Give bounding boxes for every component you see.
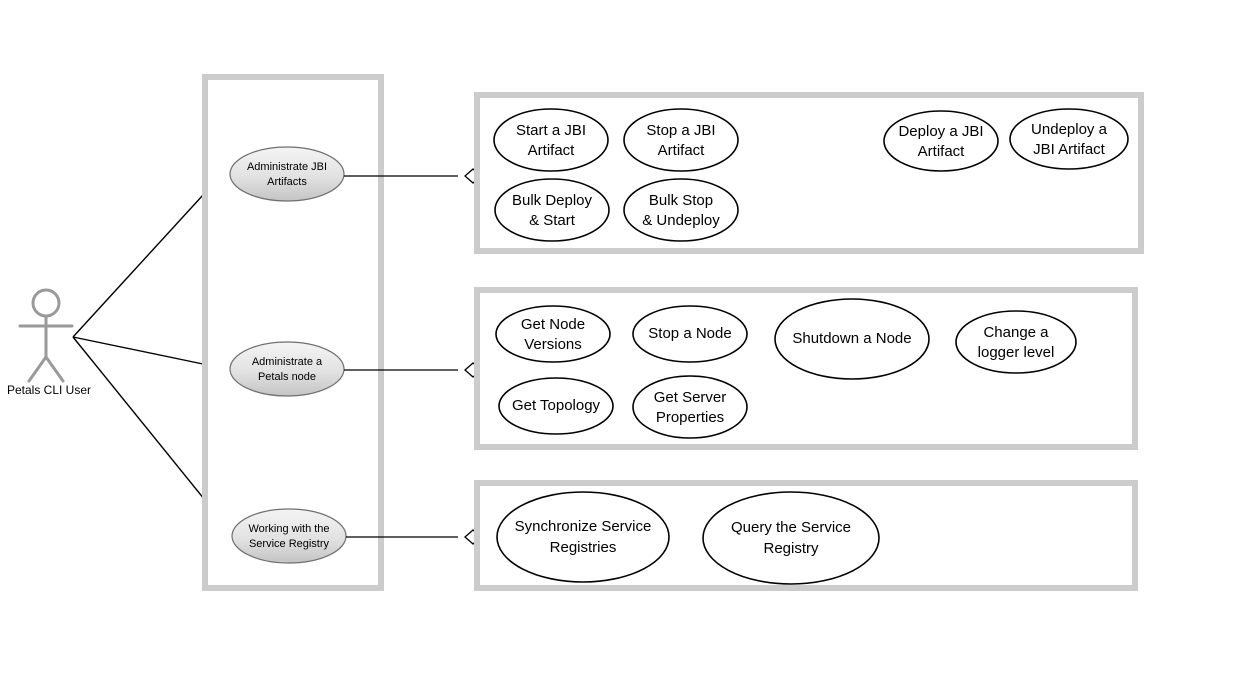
use-case-get-node-versions[interactable]: Get Node Versions [495,305,611,363]
use-case-label-line2: Registries [550,539,617,556]
use-case-deploy-a-jbi-artifact[interactable]: Deploy a JBI Artifact [883,110,999,172]
use-case-label-line2: Registry [763,540,819,557]
use-case-stop-a-node[interactable]: Stop a Node [632,305,748,363]
use-case-label-line1: Get Server [654,389,727,406]
use-case-label-line1: Deploy a JBI [898,123,983,140]
use-case-label-line1: Working with the [248,523,329,535]
use-case-label-line1: Change a [983,324,1049,341]
main-use-case-administrate-jbi-artifacts[interactable]: Administrate JBI Artifacts [229,146,345,202]
use-case-label-line2: Artifact [918,143,966,160]
use-case-ellipse[interactable] [955,310,1077,374]
use-case-ellipse[interactable] [883,110,999,172]
use-case-ellipse[interactable] [493,108,609,172]
use-case-shutdown-a-node[interactable]: Shutdown a Node [774,298,930,380]
use-case-label-line1: Stop a JBI [646,122,715,139]
use-case-label-line1: Bulk Stop [649,192,713,209]
actor-head-icon [31,288,61,318]
use-case-undeploy-a-jbi-artifact[interactable]: Undeploy a JBI Artifact [1009,108,1129,170]
use-case-get-topology[interactable]: Get Topology [498,377,614,435]
use-case-label-line2: Artifacts [267,176,307,188]
actor-label: Petals CLI User [7,383,91,397]
use-case-ellipse[interactable] [498,377,614,435]
use-case-ellipse[interactable] [229,341,345,397]
use-case-ellipse[interactable] [494,178,610,242]
use-case-bulk-stop-and-undeploy[interactable]: Bulk Stop & Undeploy [623,178,739,242]
use-case-bulk-deploy-and-start[interactable]: Bulk Deploy & Start [494,178,610,242]
use-case-label-line1: Get Topology [512,397,601,414]
use-case-query-the-service-registry[interactable]: Query the Service Registry [702,491,880,585]
use-case-synchronize-service-registries[interactable]: Synchronize Service Registries [496,491,670,583]
use-case-ellipse[interactable] [623,178,739,242]
use-case-ellipse[interactable] [632,375,748,439]
use-case-label-line2: Artifact [658,142,706,159]
use-case-label-line2: Versions [524,336,582,353]
actor-right-leg-icon [44,355,65,383]
use-case-start-a-jbi-artifact[interactable]: Start a JBI Artifact [493,108,609,172]
assoc-line-jbi-artifacts [72,170,226,338]
use-case-label-line2: & Start [529,212,576,229]
main-use-case-working-with-service-registry[interactable]: Working with the Service Registry [231,508,347,564]
use-case-label-line1: Shutdown a Node [792,330,911,347]
use-case-label-line2: Artifact [528,142,576,159]
use-case-change-a-logger-level[interactable]: Change a logger level [955,310,1077,374]
use-case-ellipse[interactable] [774,298,930,380]
use-case-ellipse[interactable] [702,491,880,585]
use-case-label-line1: Start a JBI [516,122,586,139]
use-case-ellipse[interactable] [623,108,739,172]
use-case-label-line2: JBI Artifact [1033,141,1106,158]
use-case-label-line1: Administrate JBI [247,161,327,173]
use-case-ellipse[interactable] [229,146,345,202]
use-case-label-line2: & Undeploy [642,212,720,229]
use-case-label-line1: Undeploy a [1031,121,1108,138]
use-case-ellipse[interactable] [632,305,748,363]
use-case-label-line1: Stop a Node [648,325,731,342]
use-case-label-line1: Synchronize Service [515,518,652,535]
use-case-get-server-properties[interactable]: Get Server Properties [632,375,748,439]
use-case-stop-a-jbi-artifact[interactable]: Stop a JBI Artifact [623,108,739,172]
main-use-case-administrate-petals-node[interactable]: Administrate a Petals node [229,341,345,397]
use-case-label-line2: logger level [978,344,1055,361]
use-case-label-line1: Query the Service [731,519,851,536]
actor-petals-cli-user: Petals CLI User [7,288,91,397]
use-case-label-line1: Bulk Deploy [512,192,593,209]
use-case-ellipse[interactable] [496,491,670,583]
use-case-label-line2: Properties [656,409,724,426]
actor-left-leg-icon [27,355,48,383]
use-case-label-line2: Service Registry [249,538,330,550]
use-case-ellipse[interactable] [495,305,611,363]
assoc-line-petals-node [72,336,228,370]
use-case-ellipse[interactable] [231,508,347,564]
use-case-label-line2: Petals node [258,371,316,383]
use-case-label-line1: Administrate a [252,356,323,368]
use-case-label-line1: Get Node [521,316,585,333]
use-case-ellipse[interactable] [1009,108,1129,170]
